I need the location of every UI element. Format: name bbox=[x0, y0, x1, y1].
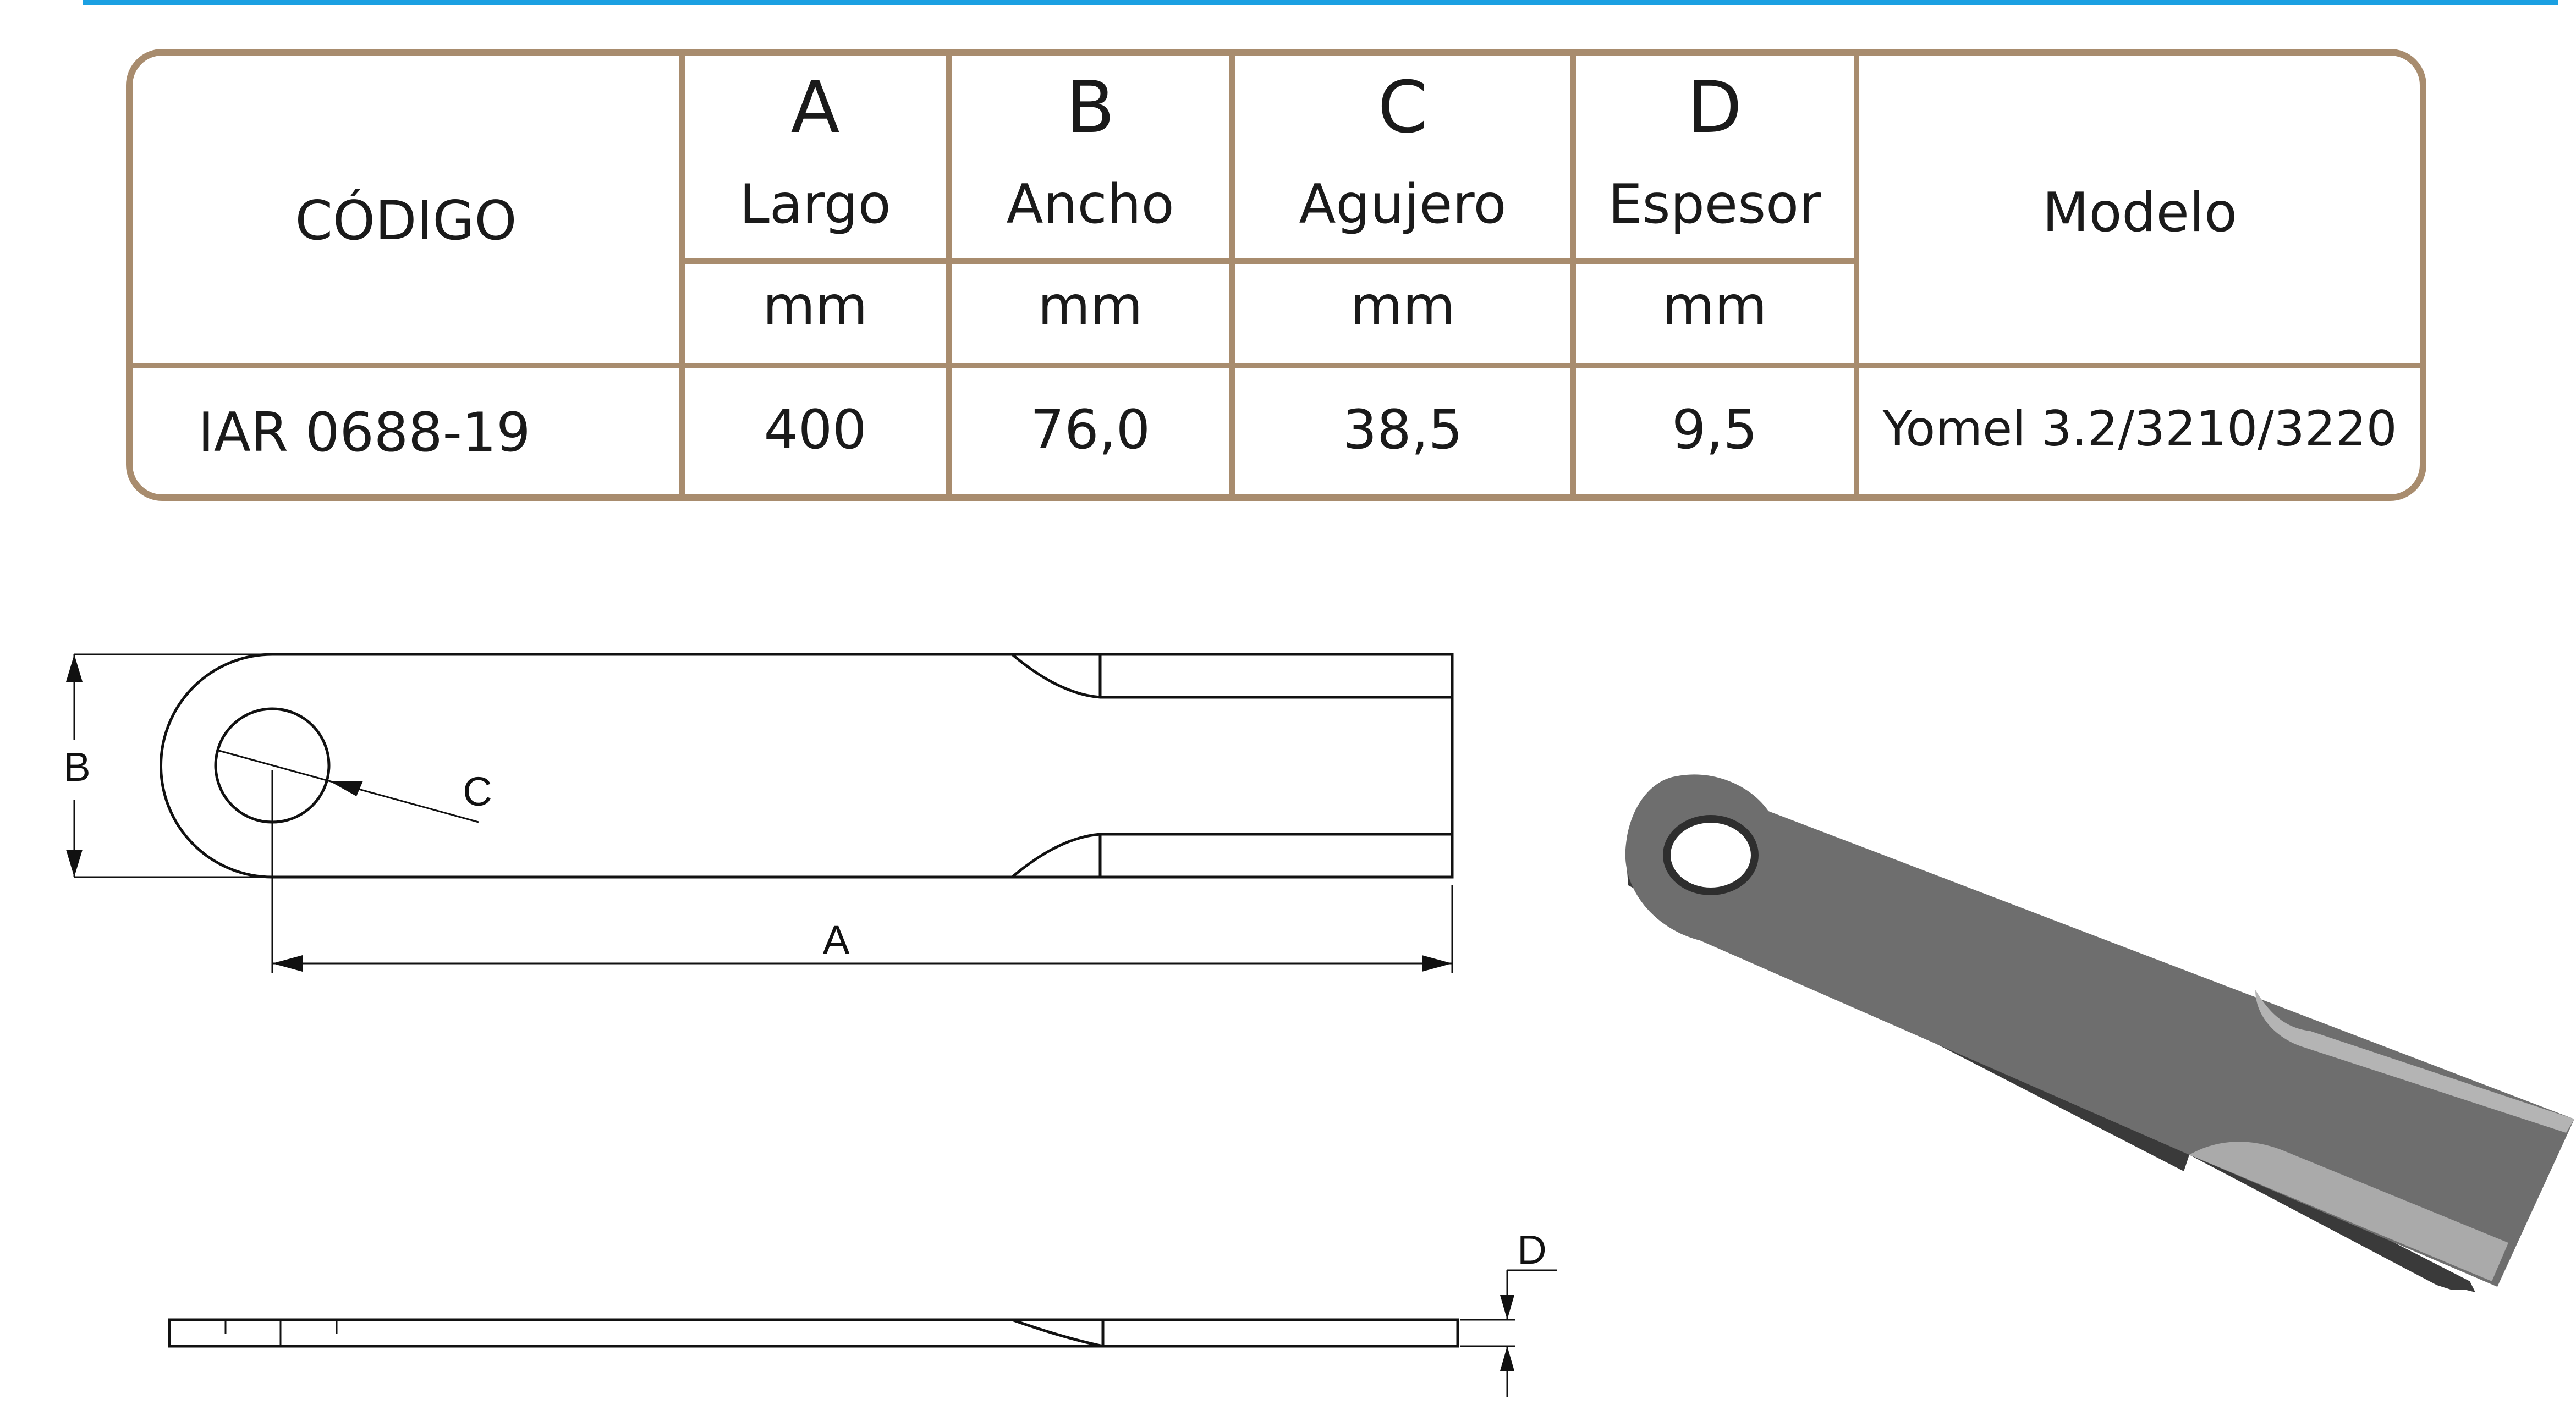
col-d-unit: mm bbox=[1662, 275, 1767, 338]
table-border bbox=[126, 49, 2426, 501]
col-c-unit: mm bbox=[1350, 275, 1455, 338]
col-d-letter: D bbox=[1687, 65, 1742, 149]
bevel-curve-top bbox=[1011, 653, 1101, 699]
dim-d-arrow-bottom bbox=[1500, 1346, 1514, 1371]
dim-a-arrow-left bbox=[272, 955, 303, 972]
model-header: Modelo bbox=[2042, 181, 2237, 244]
dim-c-arrow bbox=[329, 781, 363, 796]
col-b-letter: B bbox=[1065, 65, 1114, 149]
dim-label-d: D bbox=[1517, 1227, 1546, 1272]
dim-d-arrow-top bbox=[1500, 1295, 1514, 1320]
top-accent-rule bbox=[83, 0, 2558, 5]
row-value-d: 9,5 bbox=[1672, 399, 1757, 461]
side-view-drawing: D bbox=[168, 1227, 1557, 1397]
col-a-name: Largo bbox=[739, 173, 891, 236]
blade-3d-bevel-bottom bbox=[2189, 1142, 2508, 1281]
blade-3d-body bbox=[1625, 774, 2574, 1287]
spec-table: CÓDIGO A Largo mm B Ancho mm C Agujero m… bbox=[126, 49, 2426, 501]
row-model: Yomel 3.2/3210/3220 bbox=[1882, 400, 2397, 457]
row-value-a: 400 bbox=[764, 399, 866, 461]
col-a-unit: mm bbox=[763, 275, 868, 338]
col-c-letter: C bbox=[1378, 65, 1428, 149]
row-value-b: 76,0 bbox=[1030, 399, 1150, 461]
dim-label-c: C bbox=[463, 769, 492, 814]
row-value-c: 38,5 bbox=[1343, 399, 1463, 461]
col-d-name: Espesor bbox=[1608, 173, 1821, 236]
code-header: CÓDIGO bbox=[295, 189, 517, 252]
col-b-name: Ancho bbox=[1006, 173, 1174, 236]
bevel-curve-bottom bbox=[1011, 833, 1101, 878]
blade-outline-side bbox=[168, 1318, 1459, 1348]
dim-a-arrow-right bbox=[1422, 955, 1452, 972]
col-a-letter: A bbox=[791, 65, 840, 149]
dim-label-a: A bbox=[822, 917, 850, 963]
top-view-drawing: B C A bbox=[63, 653, 1454, 973]
blade-3d-render bbox=[1625, 774, 2574, 1292]
row-code: IAR 0688-19 bbox=[198, 401, 531, 464]
dim-b-arrow-top bbox=[66, 654, 83, 682]
col-c-name: Agujero bbox=[1299, 173, 1507, 236]
col-b-unit: mm bbox=[1038, 275, 1143, 338]
dim-label-b: B bbox=[63, 744, 90, 790]
dim-b-arrow-bottom bbox=[66, 850, 83, 877]
blade-3d-hole bbox=[1663, 815, 1759, 895]
blade-3d-bevel-top bbox=[2255, 990, 2574, 1133]
side-bevel-curve bbox=[1012, 1318, 1103, 1348]
blade-outline-top bbox=[160, 653, 1454, 879]
